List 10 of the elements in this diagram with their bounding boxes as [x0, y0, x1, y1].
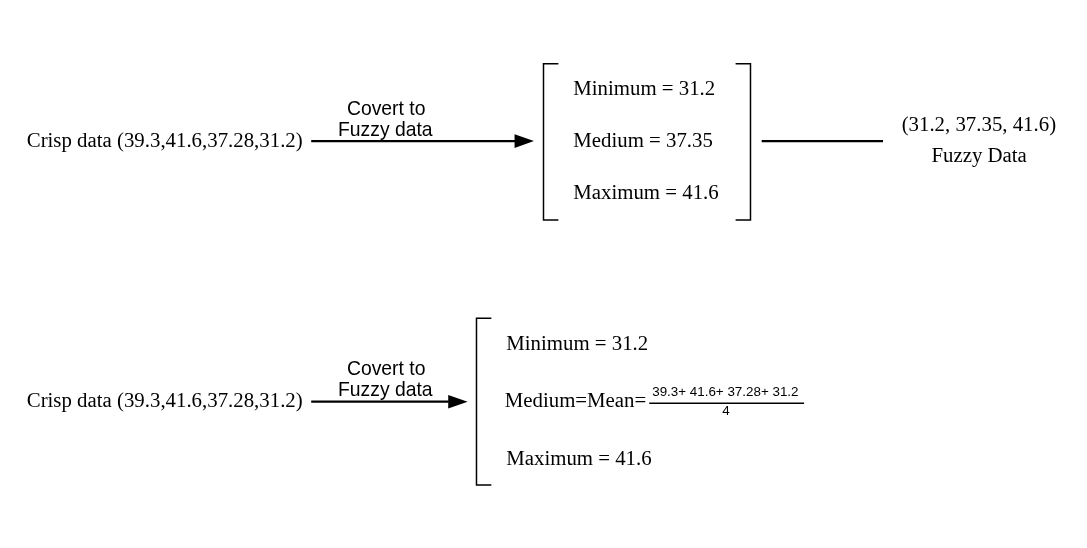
arrow	[311, 134, 534, 148]
arrow	[311, 394, 468, 409]
node-text: Crisp data (39.3,41.6,37.28,31.2)	[26, 388, 303, 413]
edge-label: Covert to Fuzzy data	[338, 357, 433, 401]
connector	[761, 139, 883, 143]
node-text: (31.2, 37.35, 41.6)	[901, 111, 1057, 136]
edge-label: Covert to Fuzzy data	[338, 96, 433, 140]
node-label: Fuzzy Data	[931, 143, 1027, 168]
node-text: Crisp data (39.3,41.6,37.28,31.2)	[26, 127, 303, 152]
node-text: Minimum = 31.2 Medium = 37.35 Maximum = 41.6	[573, 76, 719, 205]
